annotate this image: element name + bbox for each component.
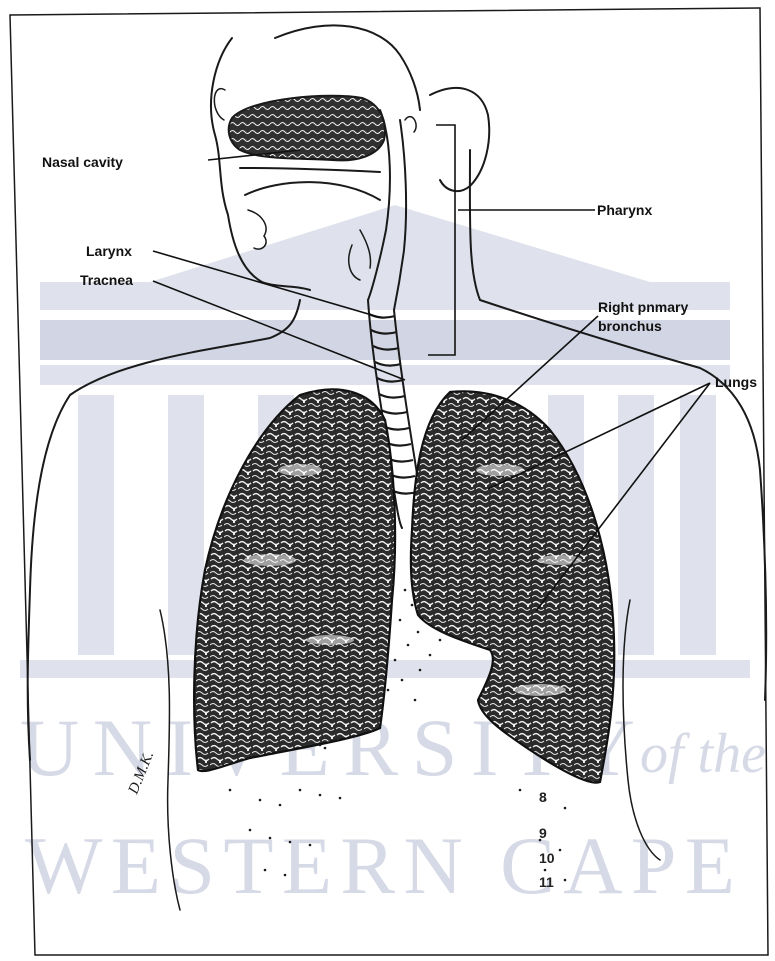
label-nasal-cavity: Nasal cavity [42,154,123,170]
label-pharynx: Pharynx [597,202,652,218]
left-lung-shape [194,389,395,771]
watermark-western-cape: WESTERN CAPE [25,820,735,911]
rib-number-10: 10 [539,850,555,866]
rib-number-8: 8 [539,789,547,805]
label-trachea: Tracnea [80,272,133,288]
label-right-primary-bronchus-line1: Right pnmary [598,299,688,315]
label-right-primary-bronchus-line2: bronchus [598,318,662,334]
label-lungs: Lungs [715,374,757,390]
lungs [194,389,614,782]
rib-number-9: 9 [539,825,547,841]
label-larynx: Larynx [86,243,132,259]
nasal-cavity-shape [229,96,385,161]
rib-number-11: 11 [539,874,554,890]
watermark-of-the: of the [640,723,766,785]
